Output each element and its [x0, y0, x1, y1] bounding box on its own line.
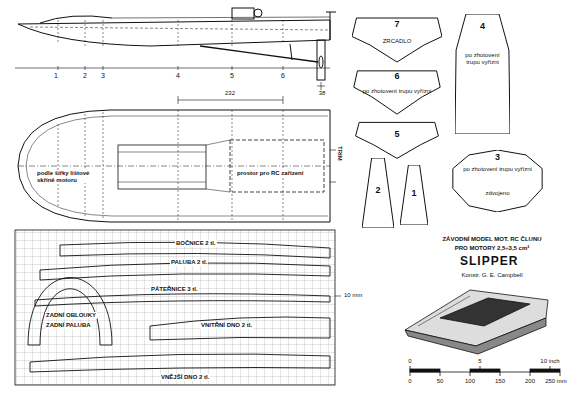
part-name: PÁTEŘNICE 3 tl.	[150, 286, 199, 293]
part-name: PALUBA 2 tl.	[170, 259, 208, 266]
bulkhead-number: 5	[355, 130, 439, 140]
drawing-line	[15, 230, 335, 385]
drawing-line	[410, 366, 560, 376]
scale-number: 10 inch	[539, 358, 560, 365]
bulkhead-note: po zhotovení trupu vyřízni	[355, 88, 439, 95]
bulkhead-number: 1	[403, 189, 425, 199]
drawing-line	[28, 278, 112, 346]
drawing-line	[112, 17, 330, 18]
bulkhead-note: po zhotovení trupu vyřízni	[458, 52, 507, 65]
title-note: PRO MOTORY 2,5÷3,5 cm³	[454, 245, 531, 252]
drawing-line	[470, 369, 500, 372]
drawing-line	[418, 296, 470, 326]
bulkhead-outline: 2	[362, 158, 394, 228]
drawing-line	[230, 140, 324, 192]
scale-number: 150	[494, 378, 506, 385]
drawing-line	[58, 66, 283, 70]
boat-view	[405, 290, 548, 354]
bulkhead-shape	[455, 14, 510, 134]
station-number: 6	[280, 72, 286, 80]
drawing-line	[410, 369, 440, 372]
drawing-line	[530, 369, 560, 372]
dimension: 232	[224, 90, 236, 97]
drawing-line	[335, 296, 341, 297]
station-number: 5	[229, 72, 235, 80]
station-number: 1	[53, 72, 59, 80]
plan-view	[18, 110, 336, 222]
bulkhead-number: 2	[365, 186, 391, 196]
drawing-line	[58, 110, 283, 222]
drawing-line	[254, 9, 262, 17]
drawing-line	[319, 56, 323, 68]
bulkhead-outline: 1	[400, 165, 428, 225]
bulkhead-number: 6	[355, 72, 439, 82]
drawing-line	[150, 317, 330, 340]
drawing-line	[317, 40, 325, 80]
drawing-line	[30, 354, 330, 372]
dimension: 38	[318, 90, 327, 97]
station-number: 2	[82, 72, 88, 80]
bulkhead-note: ZRCADLO	[355, 38, 439, 45]
drawing-line	[18, 20, 330, 46]
note: TRIM	[337, 145, 344, 162]
bulkhead-number: 3	[453, 153, 542, 163]
side-view	[15, 8, 336, 104]
drawing-line	[440, 298, 530, 326]
title-note: ZÁVODNÍ MODEL MOT. RC ČLUNU	[441, 236, 542, 243]
station-number: 4	[175, 72, 181, 80]
bulkhead-shape	[352, 120, 442, 160]
drawing-line	[200, 46, 318, 62]
bulkhead-outline: 7ZRCADLO	[352, 14, 442, 64]
drawing-line	[232, 8, 254, 19]
bulkhead-outline: 6 po zhotovení trupu vyřízni	[352, 68, 442, 116]
scale-number: 0	[407, 378, 412, 385]
scale-bar	[410, 366, 560, 376]
bulkhead-outline: 4 po zhotovení trupu vyřízni	[455, 14, 510, 134]
scale-number: 250 mm	[544, 378, 568, 385]
drawing-line	[30, 27, 328, 30]
scale-number: 0	[407, 358, 412, 365]
parts-sheet	[15, 230, 341, 385]
drawing-line	[58, 20, 283, 46]
drawing-line	[118, 145, 206, 189]
drawing-line	[326, 12, 336, 40]
scale-number: 50	[436, 378, 445, 385]
drawing-line	[290, 44, 292, 60]
drawing-line	[317, 82, 325, 90]
bulkhead-note: zdvojeno	[453, 190, 542, 197]
drawing-line	[18, 110, 330, 222]
station-number: 3	[100, 72, 106, 80]
bulkhead-note: po zhotovení trupu vyřízni	[453, 166, 542, 173]
bulkhead-outline: 3 po zhotovení trupu vyřízni zdvojeno	[450, 150, 545, 212]
drawing-line	[330, 150, 336, 182]
scale-number: 200	[524, 378, 536, 385]
drawing-title: SLIPPER	[460, 254, 518, 268]
dimension: 10 mm	[343, 292, 363, 299]
part-name: BOČNICE 2 tl.	[175, 240, 217, 247]
part-name: ZADNÍ PALUBA	[45, 322, 92, 329]
note: podle šířky lištové skříně motoru	[36, 170, 100, 183]
part-name: VNĚJŠÍ DNO 2 tl.	[160, 374, 210, 381]
drawing-line	[28, 242, 341, 372]
note: prostor pro RC zařízení	[236, 170, 318, 177]
drawing-line	[178, 96, 283, 104]
part-name: ZADNÍ OBLOUKY	[45, 312, 97, 319]
bulkhead-outline: 5	[352, 120, 442, 160]
bulkhead-number: 7	[355, 20, 439, 30]
part-name: VNITŘNÍ DNO 2 tl.	[200, 322, 253, 329]
scale-number: 5	[477, 358, 482, 365]
scale-number: 100	[464, 378, 476, 385]
drawing-line	[206, 140, 230, 192]
designer-note: Konstr. G. E. Campbell	[460, 272, 523, 279]
drawing-line	[40, 16, 112, 23]
bulkhead-number: 4	[458, 22, 507, 32]
drawing-line	[35, 294, 330, 306]
drawing-line	[118, 152, 206, 182]
